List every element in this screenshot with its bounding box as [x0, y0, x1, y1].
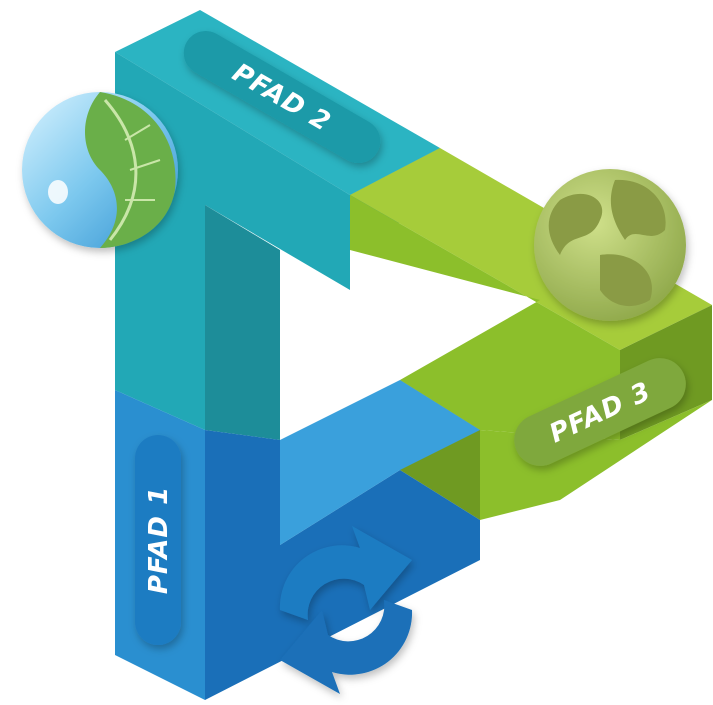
pfad-1-label: PFAD 1	[144, 486, 174, 594]
pfad-3-pill-bg	[514, 358, 686, 466]
recycle-arrows-icon	[279, 526, 413, 694]
water-drop-leaf-icon	[22, 92, 178, 248]
blue-beam-top-face	[280, 380, 480, 545]
green-beam-bottom-face	[480, 400, 712, 520]
teal-beam-inner-face	[205, 205, 280, 440]
pfad-1-label-pill: PFAD 1	[135, 435, 181, 645]
pfad-1-pill-bg	[135, 435, 181, 645]
globe-icon	[534, 169, 686, 321]
pfad-2-pill-bg	[183, 31, 381, 163]
green-beam-front-face	[350, 195, 620, 440]
